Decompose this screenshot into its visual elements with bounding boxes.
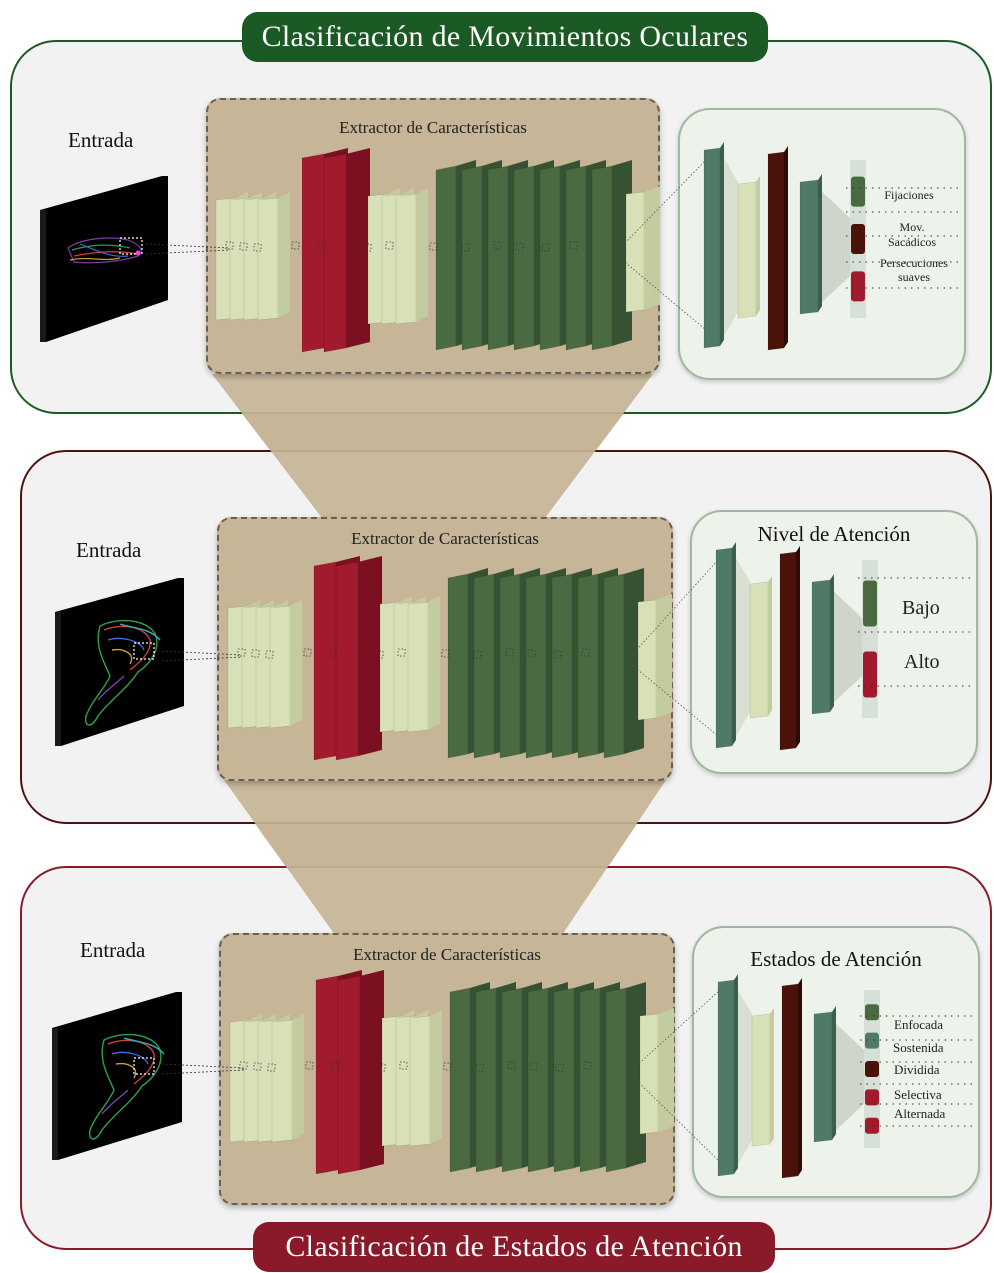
classifier-title: Estados de Atención: [750, 947, 922, 971]
classifier-title: Nivel de Atención: [757, 522, 911, 546]
output-label-high: Alto: [904, 651, 940, 673]
output-label-fixations: Fijaciones: [884, 188, 934, 202]
output-label-saccades: Mov. Sacádicos: [888, 220, 936, 249]
output-label-pursuits: Persecuciones suaves: [880, 256, 948, 284]
classifier-box: Nivel de Atención: [690, 510, 978, 774]
input-label: Entrada: [68, 128, 134, 152]
output-label-low: Bajo: [902, 597, 940, 619]
top-banner: Clasificación de Movimientos Oculares: [242, 12, 768, 62]
feature-extractor-title: Extractor de Características: [351, 529, 539, 548]
output-label-focused: Enfocada: [894, 1017, 944, 1032]
feature-extractor-title: Extractor de Características: [353, 945, 541, 964]
feature-extractor-title: Extractor de Características: [339, 118, 527, 137]
feature-extractor-box: Extractor de Características: [206, 98, 660, 374]
output-label-sustained: Sostenida: [893, 1040, 944, 1055]
feature-extractor-box: Extractor de Características: [219, 933, 675, 1205]
input-label: Entrada: [80, 938, 146, 962]
feature-extractor-box: Extractor de Características: [217, 517, 673, 781]
input-label: Entrada: [76, 538, 142, 562]
output-label-alternating: Alternada: [894, 1106, 946, 1121]
output-label-divided: Dividida: [894, 1062, 940, 1077]
bottom-banner: Clasificación de Estados de Atención: [253, 1222, 775, 1272]
output-label-selective: Selectiva: [894, 1087, 942, 1102]
